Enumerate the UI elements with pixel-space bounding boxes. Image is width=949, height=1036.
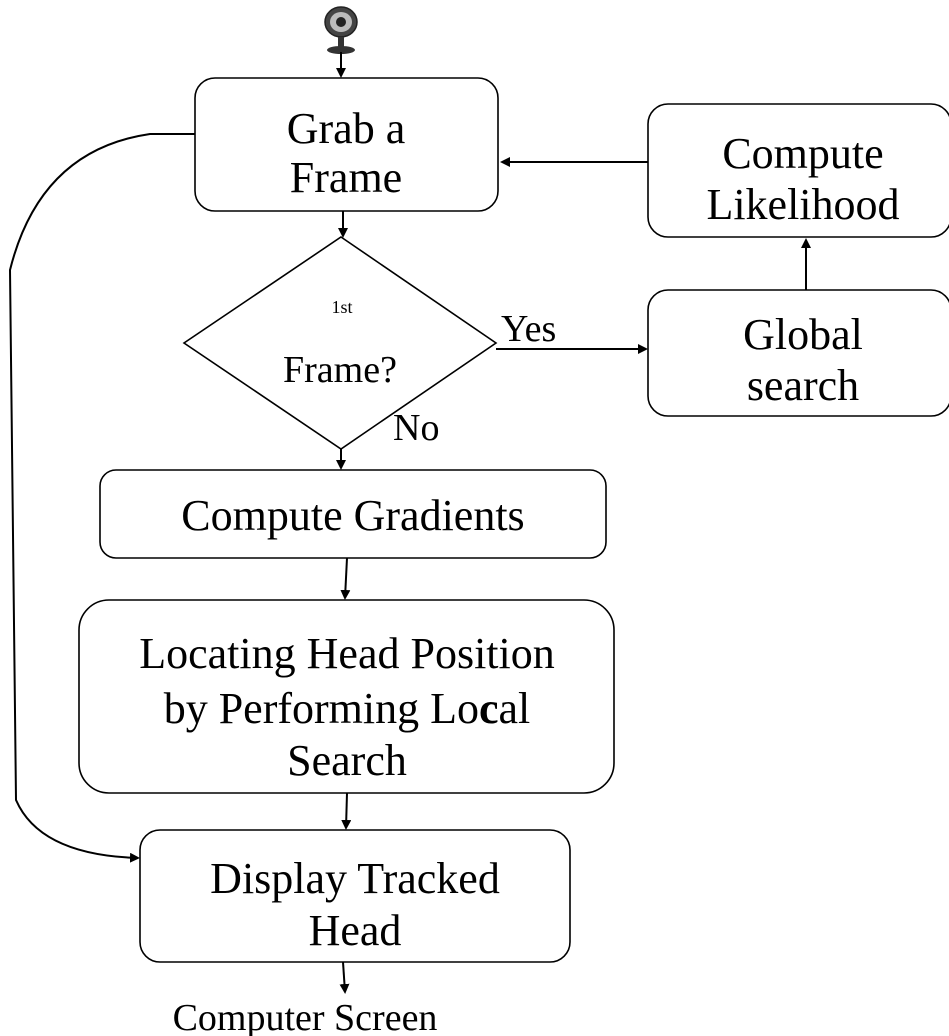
locate-head-line3: Search (287, 736, 407, 785)
node-compute-likelihood: Compute Likelihood (647, 103, 949, 238)
node-decision: 1st Frame? (182, 236, 498, 450)
compute-likelihood-box (647, 103, 949, 238)
grab-frame-box (194, 77, 499, 212)
compute-gradients-box (99, 469, 607, 559)
node-grab-frame: Grab a Frame (194, 77, 499, 212)
global-search-line2: search (747, 361, 859, 410)
grab-frame-line1: Grab a (287, 104, 406, 153)
node-locate-head: Locating Head Position by Performing Loc… (78, 599, 615, 794)
node-display-head: Display Tracked Head (139, 829, 571, 963)
node-compute-gradients: Compute Gradients (99, 469, 607, 559)
edge-gradients-to-locate (340, 557, 351, 600)
edge-display-to-screen (339, 961, 350, 994)
decision-diamond (182, 236, 498, 450)
decision-label: Frame? (283, 349, 397, 391)
display-head-box (139, 829, 571, 963)
compute-gradients-label: Compute Gradients (181, 491, 524, 540)
grab-frame-line2: Frame (290, 153, 402, 202)
locate-head-line2: by Performing Local (164, 684, 531, 733)
output-label: Computer Screen (173, 997, 438, 1036)
compute-likelihood-line2: Likelihood (706, 180, 899, 229)
webcam-icon (324, 6, 358, 54)
decision-superscript: 1st (331, 297, 352, 317)
display-head-line2: Head (309, 906, 402, 955)
edge-label-no: No (393, 407, 439, 449)
compute-likelihood-line1: Compute (722, 129, 883, 178)
display-head-line1: Display Tracked (210, 854, 500, 903)
node-global-search: Global search (647, 289, 949, 417)
edge-locate-to-display (341, 792, 352, 830)
global-search-box (647, 289, 949, 417)
locate-head-line1: Locating Head Position (139, 629, 555, 678)
edge-label-yes: Yes (501, 308, 556, 350)
global-search-line1: Global (743, 310, 863, 359)
edge-bypass-loop (8, 133, 195, 863)
